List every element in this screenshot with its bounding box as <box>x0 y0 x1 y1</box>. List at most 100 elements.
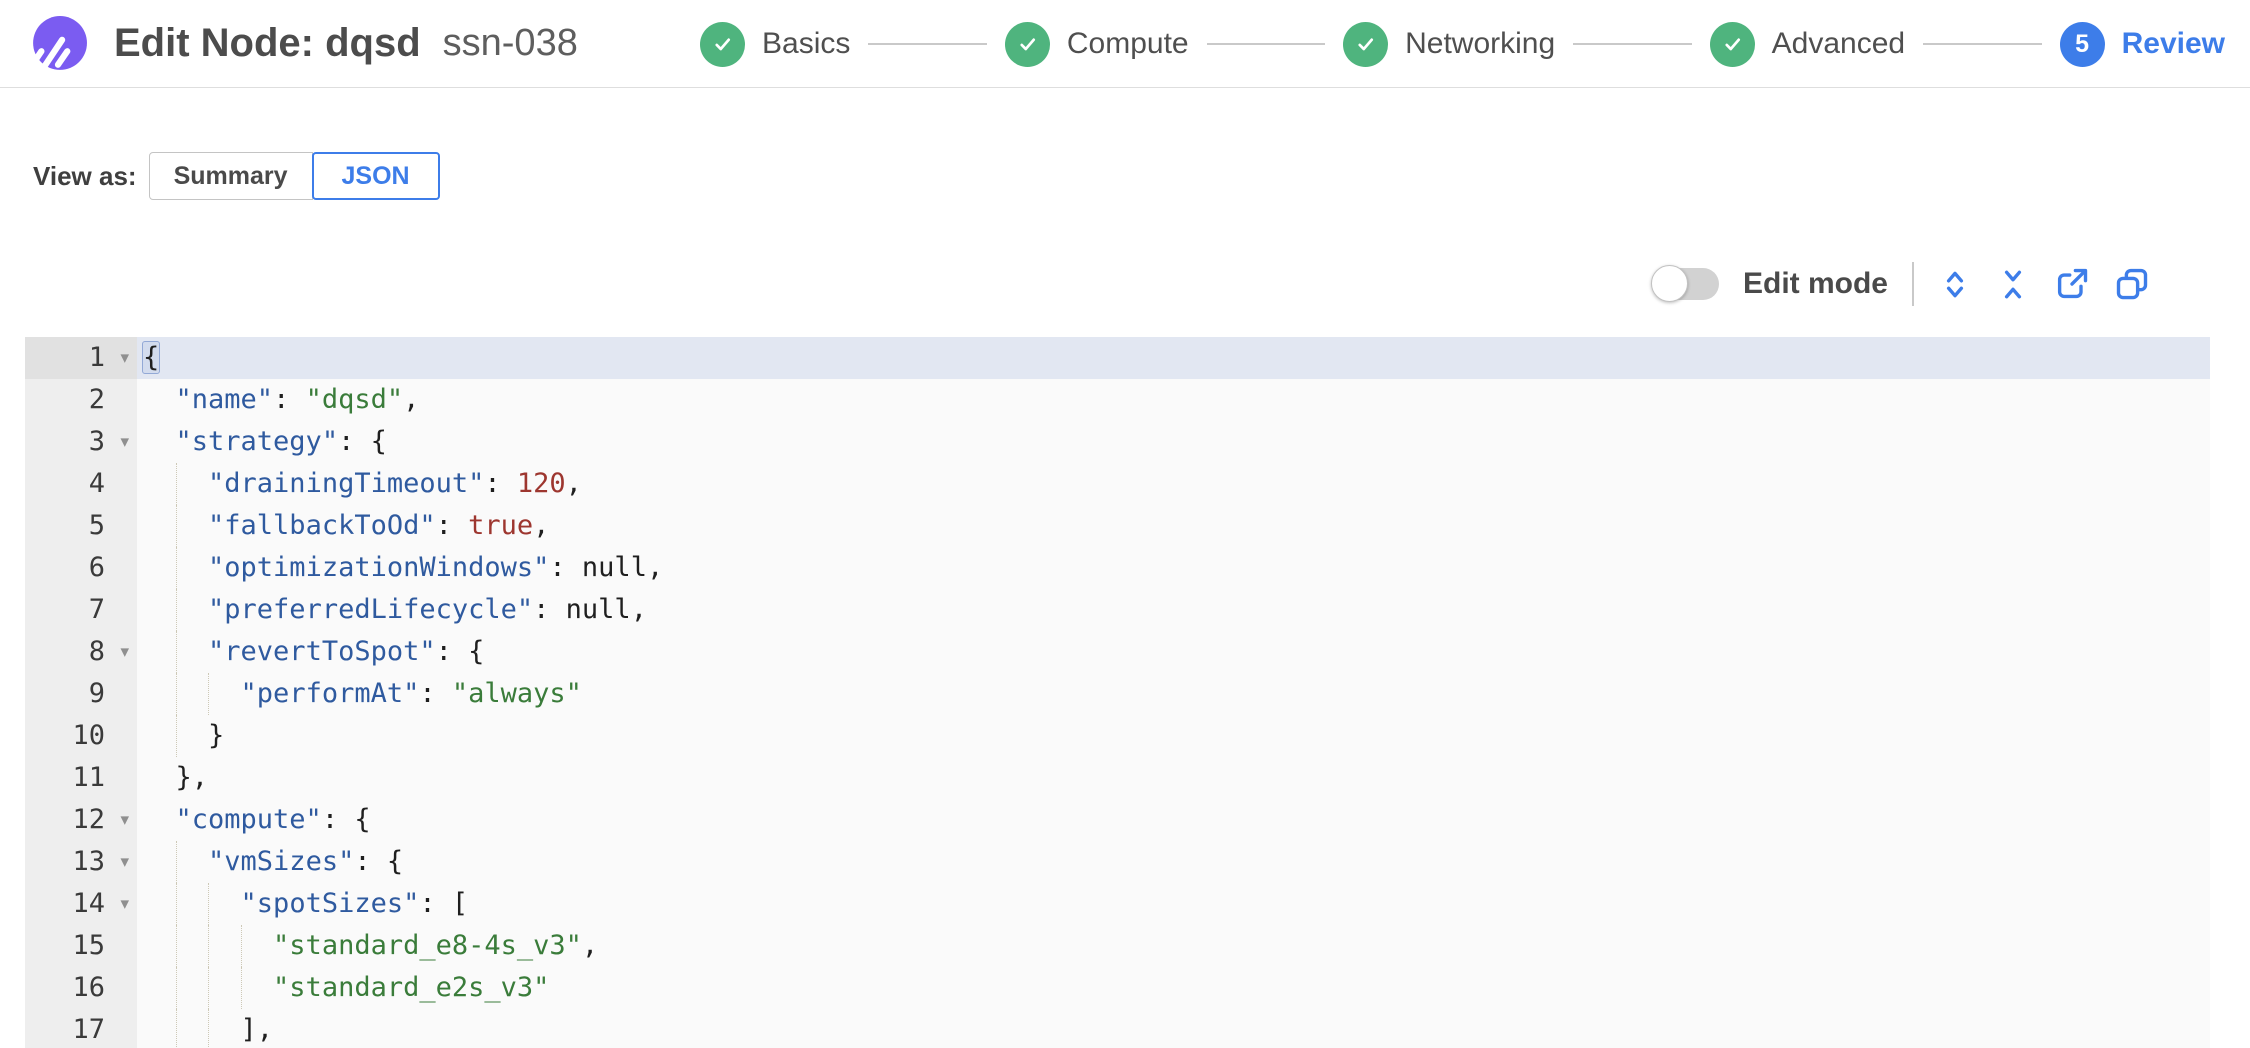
line-number: 3▾ <box>25 421 137 463</box>
code-line: "drainingTimeout": 120, <box>137 463 2210 505</box>
code-line: "standard_e2s_v3" <box>137 967 2210 1009</box>
code-line: "standard_e8-4s_v3", <box>137 925 2210 967</box>
line-number: 7 <box>88 594 105 625</box>
line-number: 10 <box>72 720 105 751</box>
copy-button[interactable] <box>2114 266 2150 302</box>
toolbar-divider <box>1912 262 1914 306</box>
spot-logo-icon <box>30 15 88 73</box>
step-compute[interactable]: Compute <box>1004 21 1189 67</box>
code-line: "performAt": "always" <box>137 673 2210 715</box>
indent-guide <box>175 673 177 715</box>
code-line: "spotSizes": [ <box>137 883 2210 925</box>
code-line: "strategy": { <box>175 426 387 457</box>
step-connector <box>868 43 987 45</box>
wizard-header: Edit Node: dqsd ssn-038 Basics Compute Net… <box>0 0 2250 88</box>
indent-guide <box>208 673 209 715</box>
step-basics[interactable]: Basics <box>700 21 851 67</box>
code-line: "optimizationWindows": null, <box>137 547 2210 589</box>
collapse-all-icon <box>2004 270 2022 299</box>
step-advanced[interactable]: Advanced <box>1709 21 1906 67</box>
line-number: 1▾ <box>25 337 137 379</box>
view-as-summary-button[interactable]: Summary <box>148 152 313 200</box>
indent-guide <box>175 883 177 925</box>
copy-icon <box>2116 268 2148 300</box>
edit-mode-toggle[interactable] <box>1650 265 1719 302</box>
step-connector <box>1923 43 2042 45</box>
view-as-label: View as: <box>33 160 137 191</box>
fold-toggle-icon[interactable]: ▾ <box>120 432 129 451</box>
line-number: 6 <box>88 552 105 583</box>
indent-guide <box>175 967 177 1009</box>
line-number: 13▾ <box>25 841 137 883</box>
indent-guide <box>208 883 209 925</box>
line-number: 17 <box>72 1014 105 1045</box>
code-line: "vmSizes": { <box>137 841 2210 883</box>
indent-guide <box>175 1009 177 1048</box>
line-number: 16 <box>72 972 105 1003</box>
check-icon <box>1709 21 1755 67</box>
indent-guide <box>208 925 209 967</box>
indent-guide <box>240 925 242 967</box>
line-number: 14▾ <box>25 883 137 925</box>
indent-guide <box>175 463 177 505</box>
collapse-all-button[interactable] <box>1996 267 2030 301</box>
indent-guide <box>208 1009 209 1048</box>
fold-toggle-icon[interactable]: ▾ <box>120 810 129 829</box>
edit-mode-label: Edit mode <box>1742 267 1888 300</box>
indent-guide <box>175 589 177 631</box>
expand-all-icon <box>1946 271 1964 298</box>
line-number: 5 <box>88 510 105 541</box>
page-title: Edit Node: dqsd <box>114 21 421 65</box>
line-number: 4 <box>88 468 105 499</box>
indent-guide <box>240 967 242 1009</box>
step-label: Advanced <box>1771 27 1906 60</box>
check-icon <box>1343 21 1389 67</box>
step-label: Compute <box>1066 27 1189 60</box>
indent-guide <box>175 547 177 589</box>
code-line: "fallbackToOd": true, <box>137 505 2210 547</box>
line-number: 8▾ <box>25 631 137 673</box>
view-as-json-button[interactable]: JSON <box>311 152 440 200</box>
editor-code[interactable]: { "name": "dqsd", "strategy": { "drainin… <box>137 337 2210 1048</box>
fold-toggle-icon[interactable]: ▾ <box>120 894 129 913</box>
check-icon <box>1004 21 1050 67</box>
check-icon <box>700 21 745 67</box>
indent-guide <box>208 967 209 1009</box>
step-review[interactable]: 5 Review <box>2059 21 2225 67</box>
wizard-stepper: Basics Compute Networking Advanced 5 Review <box>700 0 2225 88</box>
line-number: 2 <box>88 384 105 415</box>
step-label: Review <box>2121 27 2225 60</box>
code-line: "compute": { <box>175 804 371 835</box>
indent-guide <box>175 505 177 547</box>
code-line: }, <box>175 762 209 793</box>
step-label: Basics <box>762 27 851 60</box>
line-number: 9 <box>88 678 105 709</box>
indent-guide <box>175 715 177 757</box>
step-networking[interactable]: Networking <box>1343 21 1556 67</box>
indent-guide <box>175 631 177 673</box>
code-line: "name": "dqsd", <box>175 384 420 415</box>
code-line: "revertToSpot": { <box>137 631 2210 673</box>
line-number: 12▾ <box>25 799 137 841</box>
node-id: ssn-038 <box>442 22 578 64</box>
fold-toggle-icon[interactable]: ▾ <box>120 348 129 367</box>
editor-toolbar: Edit mode <box>1650 262 2150 306</box>
code-line: } <box>137 715 2210 757</box>
code-line: { <box>137 337 2210 379</box>
export-icon <box>2057 268 2088 299</box>
step-connector <box>1206 43 1326 45</box>
indent-guide <box>175 841 177 883</box>
expand-all-button[interactable] <box>1938 267 1972 301</box>
step-label: Networking <box>1405 27 1556 60</box>
fold-toggle-icon[interactable]: ▾ <box>120 852 129 871</box>
code-line: ], <box>137 1009 2210 1048</box>
export-button[interactable] <box>2054 266 2090 302</box>
fold-toggle-icon[interactable]: ▾ <box>120 642 129 661</box>
step-number: 5 <box>2059 21 2105 67</box>
line-number: 15 <box>72 930 105 961</box>
toggle-knob <box>1650 265 1688 302</box>
indent-guide <box>175 925 177 967</box>
